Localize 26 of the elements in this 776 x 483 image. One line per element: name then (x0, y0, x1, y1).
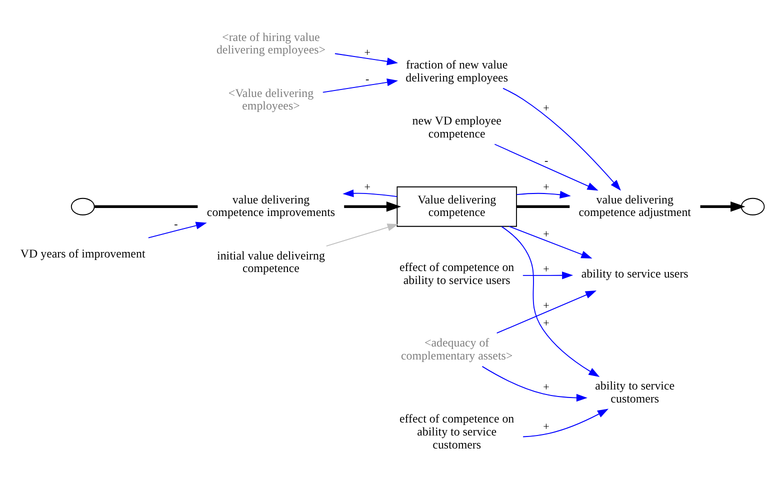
node-text: effect of competence on ability to service users (400, 260, 514, 288)
node-text: value delivering competence improvements (206, 192, 336, 220)
node-text: ability to service users (581, 266, 688, 281)
node-text: VD years of improvement (20, 246, 146, 260)
node-text: <Value delivering employees> (228, 86, 314, 113)
edge-label: + (543, 263, 550, 276)
node-text: value delivering competence adjustment (578, 192, 691, 220)
edge-label: + (543, 102, 550, 115)
node-text: <adequacy of complementary assets> (400, 335, 513, 362)
edge-label: + (543, 182, 550, 194)
node-text: fraction of new value delivering employees (406, 57, 508, 84)
edge-label: + (364, 182, 370, 194)
node-text: effect of competence on ability to service customers (400, 412, 514, 452)
node-text: new VD employee competence (412, 113, 502, 140)
edge-label: + (364, 46, 370, 59)
edge-label: - (366, 73, 370, 86)
edge-label: + (543, 317, 550, 330)
node-text: initial value deliveirng competence (217, 248, 325, 276)
edge-label: - (174, 218, 178, 230)
edge-label: + (543, 382, 550, 394)
node-text: ability to service customers (595, 378, 675, 406)
edge-label: + (543, 421, 550, 434)
node-text: <rate of hiring value delivering employees> (216, 30, 326, 57)
edge-label: + (543, 300, 550, 312)
edge-label: - (544, 155, 548, 168)
edge-label: + (543, 228, 550, 240)
